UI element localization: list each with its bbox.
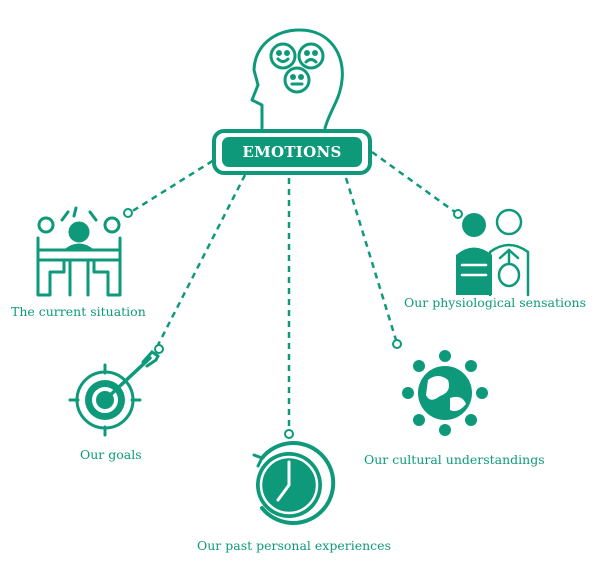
connector-situation <box>130 153 223 214</box>
globe-people-icon <box>402 350 488 436</box>
connector-end-situation <box>123 208 133 218</box>
connector-cultural <box>344 177 398 341</box>
head-emotions-icon <box>250 28 344 130</box>
connector-end-past <box>284 429 294 439</box>
label-current-situation: The current situation <box>11 304 146 319</box>
emotions-label: EMOTIONS <box>222 137 362 167</box>
label-goals: Our goals <box>80 447 142 462</box>
label-physiological-sensations: Our physiological sensations <box>404 295 586 310</box>
clock-history-icon <box>252 441 336 525</box>
label-past-experiences: Our past personal experiences <box>197 538 391 553</box>
connector-goals <box>156 174 247 346</box>
connector-end-cultural <box>392 339 402 349</box>
label-cultural-understandings: Our cultural understandings <box>364 452 545 467</box>
meeting-icon <box>36 206 122 297</box>
connector-physiological <box>371 150 456 214</box>
connector-end-physiological <box>453 209 463 219</box>
connector-end-goals <box>154 344 164 354</box>
target-arrow-icon <box>68 350 160 437</box>
anatomy-icon <box>456 208 530 297</box>
emotions-node: EMOTIONS <box>212 129 372 175</box>
